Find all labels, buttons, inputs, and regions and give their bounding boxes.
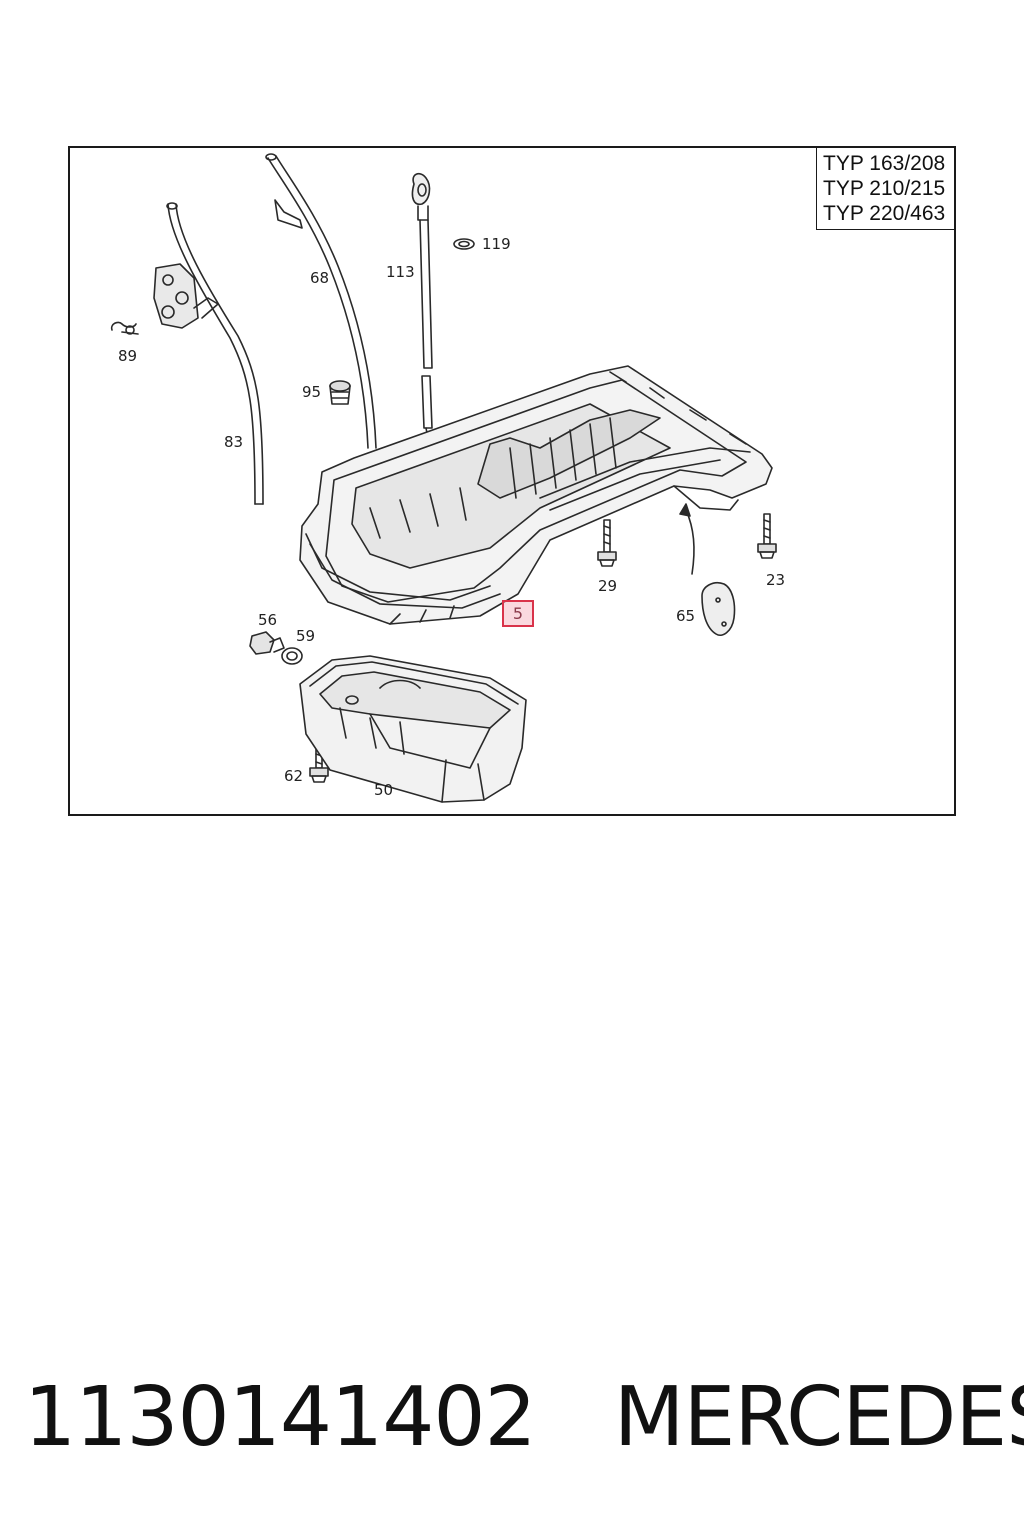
oil-dipstick xyxy=(411,172,433,439)
callout-113: 113 xyxy=(386,263,415,281)
assembly-arrow xyxy=(679,503,695,575)
sealing-washer xyxy=(281,647,303,665)
lower-oil-pan xyxy=(299,655,527,803)
type-label: TYP 163/208 xyxy=(823,152,946,175)
callout-5-highlighted[interactable]: 5 xyxy=(502,600,534,627)
callout-23: 23 xyxy=(766,571,786,589)
callout-50: 50 xyxy=(374,781,394,799)
upper-oil-pan xyxy=(299,365,773,625)
type-label: TYP 220/463 xyxy=(823,202,946,225)
cover-plate xyxy=(701,581,736,636)
type-label: TYP 210/215 xyxy=(823,177,946,200)
callout-95: 95 xyxy=(302,383,322,401)
callout-62: 62 xyxy=(284,767,304,785)
exploded-view-drawing xyxy=(110,153,777,803)
part-number: 1130141402 xyxy=(24,1370,537,1465)
dipstick-guide-tube xyxy=(166,202,264,505)
bolt-23 xyxy=(757,513,777,559)
callout-83: 83 xyxy=(224,433,244,451)
callout-29: 29 xyxy=(598,577,618,595)
oil-filler-tube xyxy=(265,153,377,449)
footer-caption: 1130141402 MERCEDES xyxy=(24,1368,1024,1468)
callout-56: 56 xyxy=(258,611,278,629)
model-type-box: TYP 163/208 TYP 210/215 TYP 220/463 xyxy=(816,148,954,230)
drain-plug xyxy=(249,631,285,655)
parts-diagram: TYP 163/208 TYP 210/215 TYP 220/463 89 6… xyxy=(68,146,956,816)
hose-clip xyxy=(110,321,139,335)
tube-bracket xyxy=(153,263,219,329)
brand-name: MERCEDES xyxy=(613,1370,1024,1465)
callout-59: 59 xyxy=(296,627,316,645)
callout-119: 119 xyxy=(482,235,511,253)
callout-68: 68 xyxy=(310,269,330,287)
seal-ring xyxy=(453,238,475,250)
callout-89: 89 xyxy=(118,347,138,365)
bolt-29 xyxy=(597,519,617,567)
callout-65: 65 xyxy=(676,607,696,625)
screw-plug xyxy=(329,380,351,405)
